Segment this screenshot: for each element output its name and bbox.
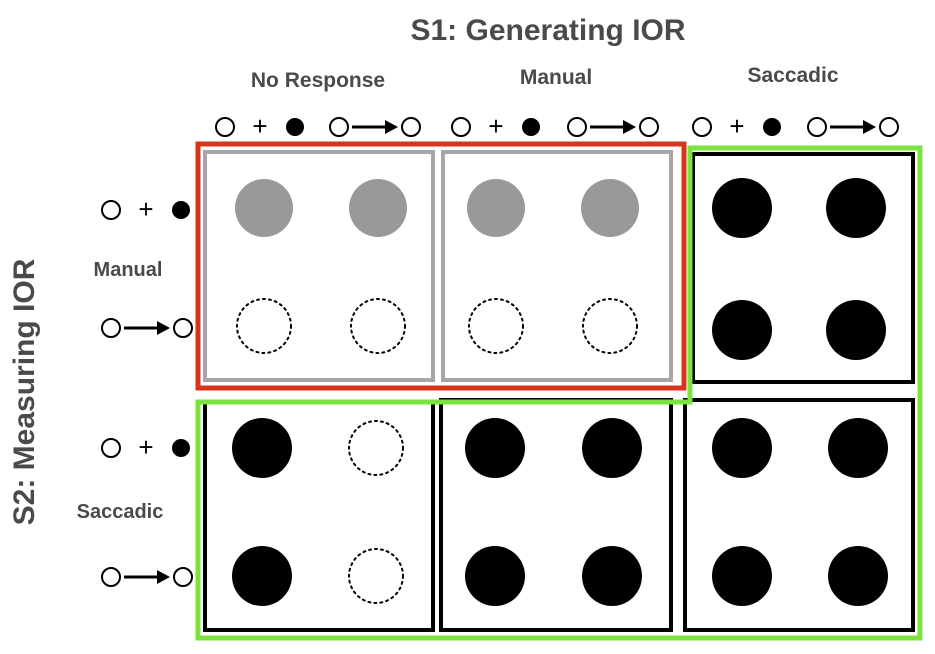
row-icon-arrow-saccadic bbox=[101, 567, 193, 587]
response-discs bbox=[232, 178, 888, 606]
row-condition-icons: ++ bbox=[101, 194, 193, 587]
arrow-head-icon bbox=[157, 321, 170, 335]
disc-dotted-r0-c1-3 bbox=[582, 298, 638, 354]
open-circle-icon bbox=[101, 567, 121, 587]
row-icon-plus-saccadic: + bbox=[101, 432, 190, 462]
plus-icon: + bbox=[138, 194, 153, 224]
disc-black-r0-c2-3 bbox=[826, 300, 886, 360]
open-circle-icon bbox=[639, 117, 659, 137]
open-circle-icon bbox=[567, 117, 587, 137]
column-icon-plus-0: + bbox=[215, 111, 304, 141]
disc-black-r1-c2-1 bbox=[828, 418, 888, 478]
plus-icon: + bbox=[729, 111, 744, 141]
disc-dotted-r0-c0-3 bbox=[350, 298, 406, 354]
filled-circle-icon bbox=[286, 118, 304, 136]
filled-circle-icon bbox=[172, 439, 190, 457]
disc-dotted-r0-c0-2 bbox=[236, 298, 292, 354]
open-circle-icon bbox=[101, 318, 121, 338]
disc-black-r0-c2-2 bbox=[712, 300, 772, 360]
disc-black-r1-c1-1 bbox=[582, 418, 642, 478]
plus-icon: + bbox=[252, 111, 267, 141]
open-circle-icon bbox=[173, 567, 193, 587]
disc-black-r1-c1-0 bbox=[465, 418, 525, 478]
open-circle-icon bbox=[401, 117, 421, 137]
green-group-outline bbox=[195, 145, 923, 641]
column-header-no-response: No Response bbox=[251, 69, 385, 92]
row-icon-plus-manual: + bbox=[101, 194, 190, 224]
open-circle-icon bbox=[215, 117, 235, 137]
filled-circle-icon bbox=[172, 201, 190, 219]
plus-icon: + bbox=[488, 111, 503, 141]
column-icon-plus-1: + bbox=[451, 111, 540, 141]
disc-dotted-r1-c0-3 bbox=[348, 548, 404, 604]
open-circle-icon bbox=[807, 117, 827, 137]
arrow-head-icon bbox=[623, 120, 636, 134]
disc-black-r0-c2-0 bbox=[712, 178, 772, 238]
open-circle-icon bbox=[173, 318, 193, 338]
red-group-outline bbox=[195, 141, 687, 391]
column-icon-arrow-1 bbox=[567, 117, 659, 137]
column-icon-arrow-0 bbox=[329, 117, 421, 137]
disc-black-r1-c1-3 bbox=[582, 546, 642, 606]
open-circle-icon bbox=[329, 117, 349, 137]
disc-black-r0-c2-1 bbox=[826, 178, 886, 238]
filled-circle-icon bbox=[763, 118, 781, 136]
open-circle-icon bbox=[101, 200, 121, 220]
disc-gray-r0-c0-1 bbox=[349, 179, 407, 237]
disc-gray-r0-c1-0 bbox=[467, 179, 525, 237]
disc-black-r1-c2-3 bbox=[828, 546, 888, 606]
plus-icon: + bbox=[138, 432, 153, 462]
open-circle-icon bbox=[692, 117, 712, 137]
disc-black-r1-c0-0 bbox=[232, 418, 292, 478]
s1-title: S1: Generating IOR bbox=[410, 14, 685, 47]
arrow-head-icon bbox=[157, 570, 170, 584]
arrow-head-icon bbox=[863, 120, 876, 134]
open-circle-icon bbox=[101, 438, 121, 458]
s2-title: S2: Measuring IOR bbox=[8, 258, 41, 525]
column-icon-plus-2: + bbox=[692, 111, 781, 141]
disc-dotted-r0-c1-2 bbox=[468, 298, 524, 354]
row-header-saccadic: Saccadic bbox=[77, 501, 164, 523]
disc-black-r1-c2-0 bbox=[712, 418, 772, 478]
column-header-saccadic: Saccadic bbox=[747, 64, 838, 87]
disc-black-r1-c0-2 bbox=[232, 546, 292, 606]
row-header-manual: Manual bbox=[94, 259, 163, 281]
disc-dotted-r1-c0-1 bbox=[348, 420, 404, 476]
filled-circle-icon bbox=[522, 118, 540, 136]
open-circle-icon bbox=[451, 117, 471, 137]
row-icon-arrow-manual bbox=[101, 318, 193, 338]
disc-gray-r0-c0-0 bbox=[235, 179, 293, 237]
column-icon-arrow-2 bbox=[807, 117, 899, 137]
arrow-head-icon bbox=[385, 120, 398, 134]
disc-black-r1-c2-2 bbox=[712, 546, 772, 606]
column-condition-icons: + + + bbox=[215, 111, 899, 141]
cell-box-manual-noresponse bbox=[203, 150, 435, 382]
disc-black-r1-c1-2 bbox=[465, 546, 525, 606]
cell-grid bbox=[203, 150, 915, 632]
open-circle-icon bbox=[879, 117, 899, 137]
disc-gray-r0-c1-1 bbox=[581, 179, 639, 237]
column-header-manual: Manual bbox=[520, 66, 592, 89]
